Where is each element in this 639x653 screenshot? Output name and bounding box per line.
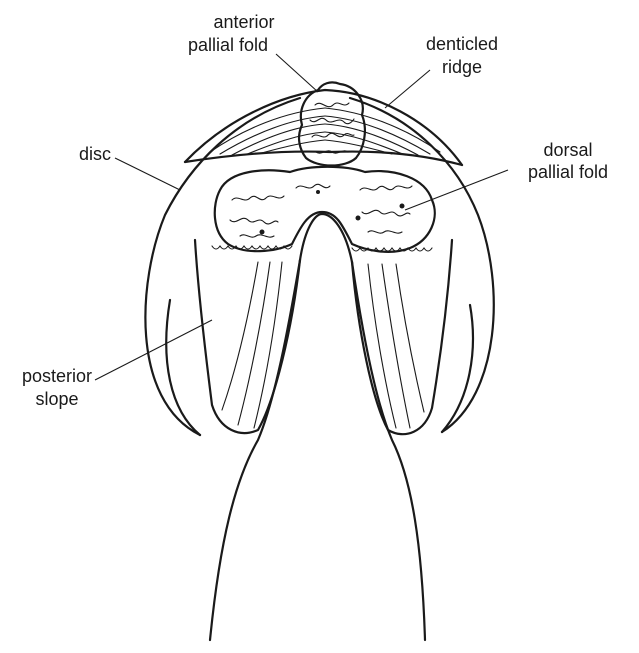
denticled-ridge [185,90,462,165]
label-anterior-pallial-fold: anterior pallial fold [188,12,275,55]
svg-text:ridge: ridge [442,57,482,77]
dorsal-pallial-fold [212,167,435,252]
posterior-slope-right [352,240,452,434]
svg-text:anterior: anterior [213,12,274,32]
svg-text:disc: disc [79,144,111,164]
label-dorsal-pallial-fold: dorsal pallial fold [528,140,608,182]
central-stalk [210,214,425,640]
svg-text:posterior: posterior [22,366,92,386]
svg-text:slope: slope [35,389,78,409]
leader-disc [115,158,180,190]
svg-text:dorsal: dorsal [543,140,592,160]
svg-text:pallial fold: pallial fold [188,35,268,55]
leader-anterior-pallial-fold [276,54,318,92]
leader-posterior-slope [95,320,212,380]
label-denticled-ridge: denticled ridge [426,34,498,77]
svg-text:pallial fold: pallial fold [528,162,608,182]
label-posterior-slope: posterior slope [22,366,92,409]
leader-denticled-ridge [385,70,430,108]
label-disc: disc [79,144,111,164]
svg-text:denticled: denticled [426,34,498,54]
posterior-slope-left [195,240,300,433]
